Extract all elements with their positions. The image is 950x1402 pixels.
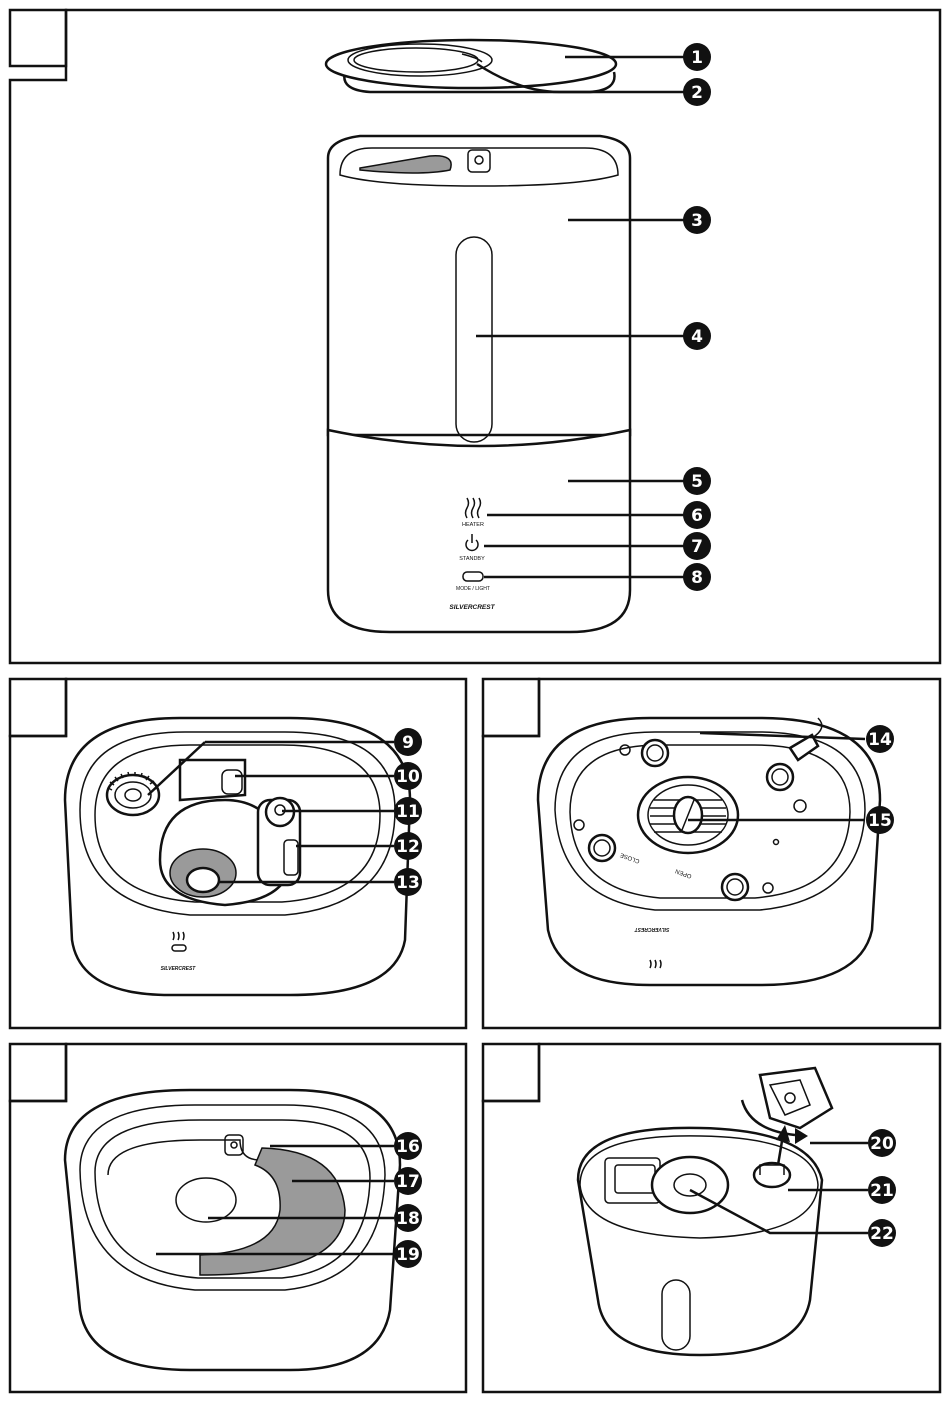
callout-10: 10 <box>394 762 422 790</box>
svg-text:11: 11 <box>396 802 420 822</box>
callout-16: 16 <box>394 1132 422 1160</box>
svg-text:10: 10 <box>396 767 420 787</box>
standby-label: STANDBY <box>459 556 485 562</box>
svg-text:3: 3 <box>691 211 703 231</box>
callout-3: 3 <box>683 206 711 234</box>
callout-12: 12 <box>394 832 422 860</box>
panel-a: HEATER STANDBY MODE / LIGHT SILVERCREST <box>10 10 940 663</box>
panel-d-letter-box <box>10 1044 66 1101</box>
callout-13: 13 <box>394 868 422 896</box>
callout-21: 21 <box>868 1176 896 1204</box>
heater-label: HEATER <box>462 522 484 528</box>
callout-17: 17 <box>394 1167 422 1195</box>
base: HEATER STANDBY MODE / LIGHT SILVERCREST <box>328 430 630 632</box>
svg-text:6: 6 <box>691 506 703 526</box>
callout-7: 7 <box>683 532 711 560</box>
svg-text:20: 20 <box>870 1134 894 1154</box>
svg-text:2: 2 <box>691 83 703 103</box>
panel-a-letter-box <box>10 10 66 66</box>
callout-18: 18 <box>394 1204 422 1232</box>
svg-text:5: 5 <box>691 472 703 492</box>
callout-5: 5 <box>683 467 711 495</box>
svg-text:8: 8 <box>691 568 703 588</box>
svg-text:22: 22 <box>870 1224 894 1244</box>
svg-text:9: 9 <box>402 733 414 753</box>
callout-19: 19 <box>394 1240 422 1268</box>
svg-text:12: 12 <box>396 837 420 857</box>
svg-text:4: 4 <box>691 327 703 347</box>
svg-text:1: 1 <box>691 48 703 68</box>
svg-text:17: 17 <box>396 1172 420 1192</box>
lid <box>326 40 616 92</box>
brand-logo: SILVERCREST <box>449 604 495 611</box>
svg-text:15: 15 <box>868 811 892 831</box>
water-tank <box>328 136 630 442</box>
callout-9: 9 <box>394 728 422 756</box>
svg-text:18: 18 <box>396 1209 420 1229</box>
panel-c-letter-box <box>483 679 539 736</box>
svg-text:13: 13 <box>396 873 420 893</box>
panel-b-letter-box <box>10 679 66 736</box>
svg-text:14: 14 <box>868 730 892 750</box>
panel-e <box>483 1044 940 1392</box>
callout-14: 14 <box>866 725 894 753</box>
callout-15: 15 <box>866 806 894 834</box>
panel-e-letter-box <box>483 1044 539 1101</box>
callout-11: 11 <box>394 797 422 825</box>
panel-c-brand: SILVERCREST <box>634 926 670 932</box>
callout-4: 4 <box>683 322 711 350</box>
callout-20: 20 <box>868 1129 896 1157</box>
panel-b-brand: SILVERCREST <box>161 966 197 972</box>
callout-2: 2 <box>683 78 711 106</box>
svg-text:21: 21 <box>870 1181 894 1201</box>
callout-8: 8 <box>683 563 711 591</box>
callout-22: 22 <box>868 1219 896 1247</box>
svg-text:16: 16 <box>396 1137 420 1157</box>
mode-label: MODE / LIGHT <box>456 586 490 592</box>
callout-6: 6 <box>683 501 711 529</box>
svg-text:19: 19 <box>396 1245 420 1265</box>
svg-text:7: 7 <box>691 537 703 557</box>
callout-1: 1 <box>683 43 711 71</box>
